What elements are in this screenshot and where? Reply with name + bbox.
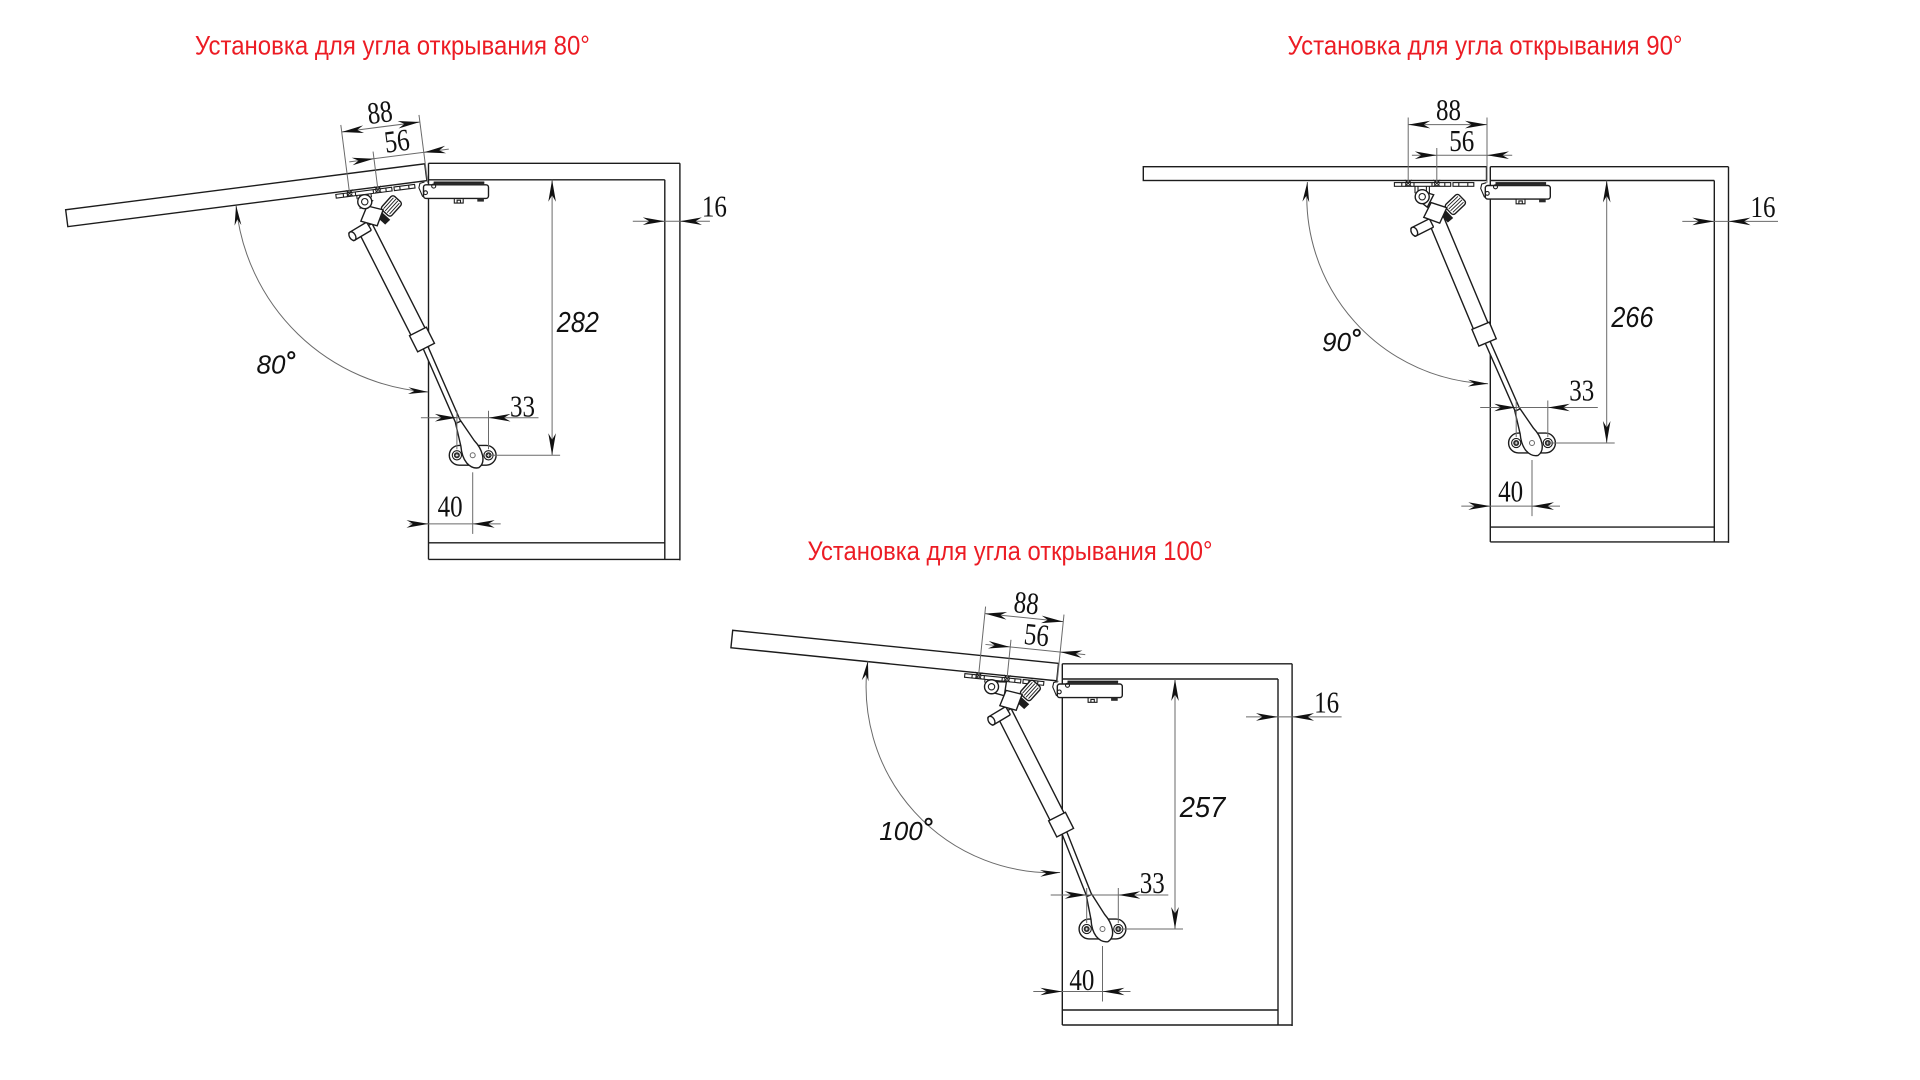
svg-text:80: 80 [257,349,286,379]
svg-text:56: 56 [382,122,411,160]
svg-text:56: 56 [1022,616,1050,653]
svg-text:16: 16 [702,189,727,224]
svg-text:88: 88 [365,93,394,131]
svg-text:40: 40 [1069,962,1094,997]
svg-text:88: 88 [1436,92,1461,127]
svg-text:90: 90 [1322,327,1351,357]
svg-text:56: 56 [1449,123,1474,158]
svg-text:Установка для угла открывания: Установка для угла открывания 80° [195,31,590,61]
svg-text:Установка для угла открывания: Установка для угла открывания 100° [808,536,1213,566]
svg-text:40: 40 [1498,473,1523,508]
svg-text:33: 33 [510,389,535,424]
svg-text:100: 100 [879,816,923,846]
svg-text:33: 33 [1569,373,1594,408]
svg-text:33: 33 [1140,865,1165,900]
svg-text:266: 266 [1611,302,1654,334]
svg-text:282: 282 [556,307,599,339]
svg-text:16: 16 [1314,684,1339,719]
svg-text:Установка для угла открывания: Установка для угла открывания 90° [1288,31,1683,61]
svg-text:16: 16 [1751,189,1776,224]
svg-text:88: 88 [1012,584,1040,621]
svg-text:257: 257 [1179,792,1227,824]
svg-text:40: 40 [438,489,463,524]
